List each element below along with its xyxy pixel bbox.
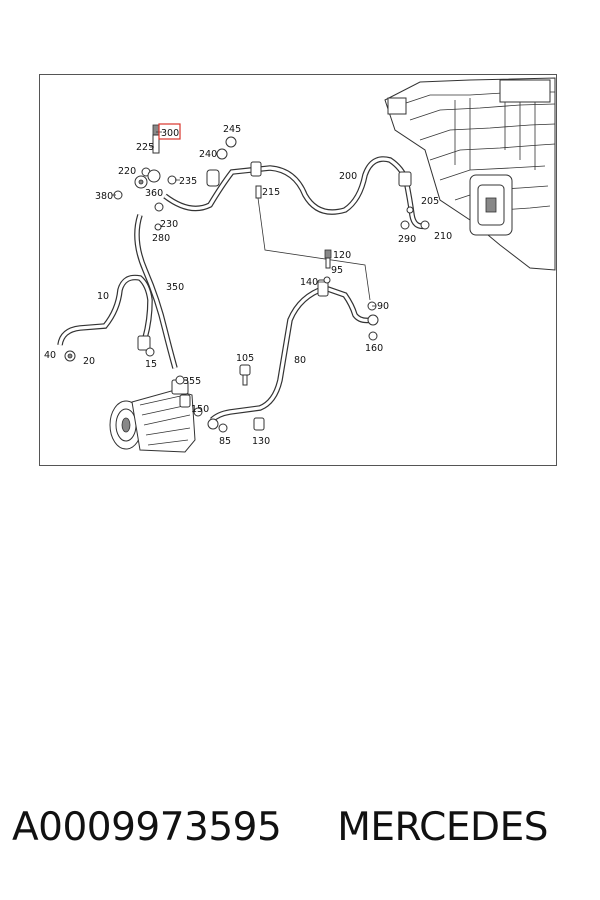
label-120: 120 <box>333 250 351 261</box>
label-140: 140 <box>300 277 318 288</box>
hvac-housing <box>384 77 556 271</box>
label-15: 15 <box>145 359 157 370</box>
label-220: 220 <box>118 166 136 177</box>
label-290: 290 <box>398 234 416 245</box>
label-245: 245 <box>223 124 241 135</box>
label-160: 160 <box>365 343 383 354</box>
label-10: 10 <box>97 291 109 302</box>
label-95: 95 <box>331 265 343 276</box>
label-230: 230 <box>160 219 178 230</box>
label-40: 40 <box>44 350 56 361</box>
label-300: 300 <box>161 128 179 139</box>
part-number: A0009973595 <box>12 805 282 850</box>
part-caption: A0009973595 MERCEDES <box>12 805 592 850</box>
part-labels: 300 245 225 240 220 235 380 360 215 200 … <box>44 124 452 447</box>
highlight-box <box>158 123 181 140</box>
label-85: 85 <box>219 436 231 447</box>
small-parts <box>113 124 430 433</box>
label-105: 105 <box>236 353 254 364</box>
label-205: 205 <box>421 196 439 207</box>
label-150: 150 <box>191 404 209 415</box>
label-80: 80 <box>294 355 306 366</box>
label-350: 350 <box>166 282 184 293</box>
label-360: 360 <box>145 188 163 199</box>
label-280: 280 <box>152 233 170 244</box>
label-235: 235 <box>179 176 197 187</box>
hose-350 <box>134 214 178 369</box>
brand-name: MERCEDES <box>337 805 548 850</box>
hose-80 <box>210 279 379 423</box>
label-380: 380 <box>95 191 113 202</box>
label-130: 130 <box>252 436 270 447</box>
label-20: 20 <box>83 356 95 367</box>
label-225: 225 <box>136 142 154 153</box>
label-215: 215 <box>262 187 280 198</box>
label-210: 210 <box>434 231 452 242</box>
compressor <box>109 379 196 453</box>
label-90: 90 <box>377 301 389 312</box>
bracket-line <box>257 197 371 301</box>
label-200: 200 <box>339 171 357 182</box>
hose-200 <box>163 156 426 230</box>
label-240: 240 <box>199 149 217 160</box>
hose-10 <box>57 274 153 362</box>
label-355: 355 <box>183 376 201 387</box>
